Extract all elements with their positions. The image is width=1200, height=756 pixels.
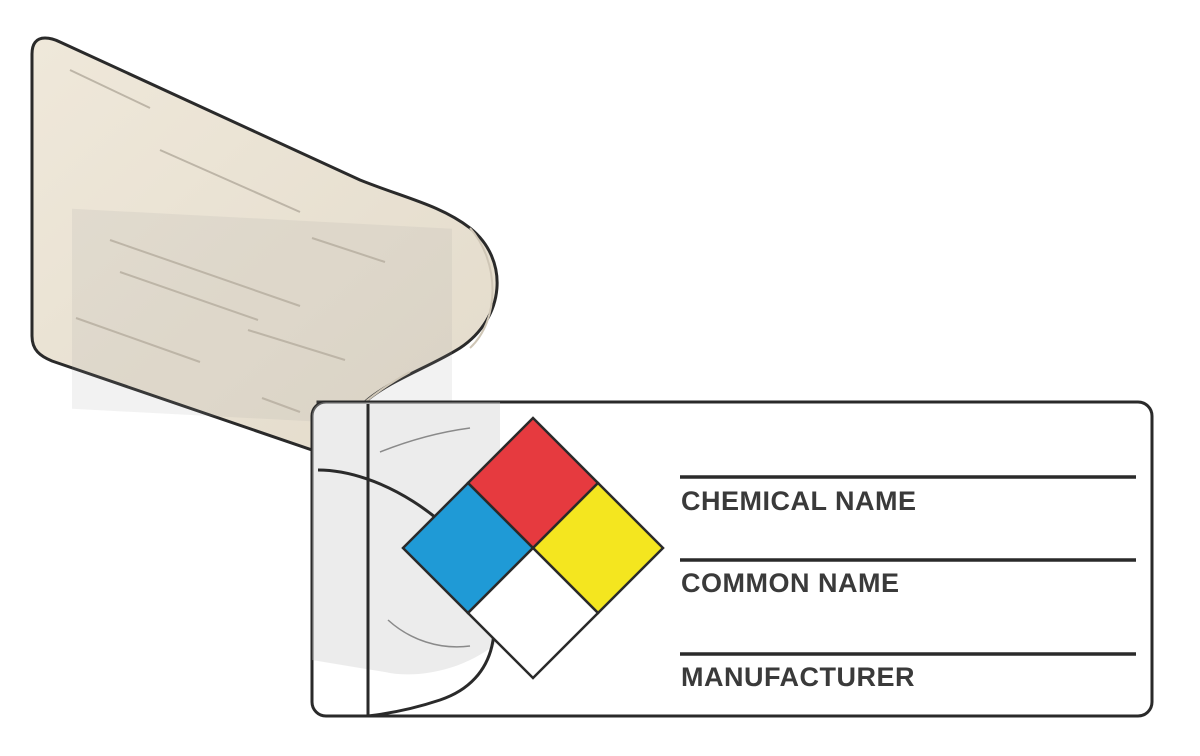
clear-overlay <box>312 402 500 718</box>
common-name-label: COMMON NAME <box>681 568 900 598</box>
write-in-lines <box>680 475 1136 656</box>
manufacturer-label: MANUFACTURER <box>681 662 915 692</box>
hazard-diamond-bottom <box>466 546 600 680</box>
chemical-name-label: CHEMICAL NAME <box>681 486 917 516</box>
hazard-diamond <box>401 416 665 680</box>
laminate-ghost-lines <box>69 69 386 413</box>
laminate-flap <box>30 36 499 455</box>
